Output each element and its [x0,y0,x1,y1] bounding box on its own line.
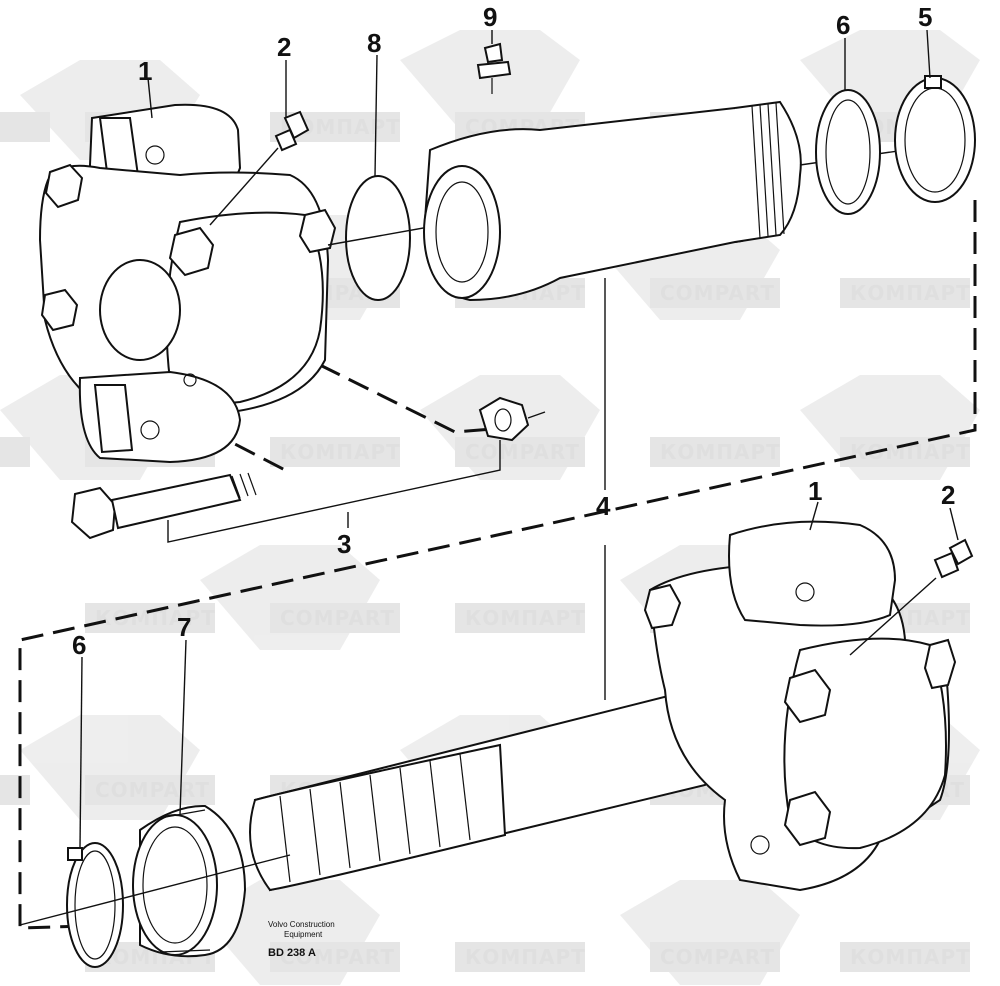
top-snap-rings [815,75,976,215]
callout-numbers-top: 1 2 3 4 5 6 8 9 [138,2,932,559]
callout-part-6-top: 6 [836,10,850,40]
wm-label: КОМПАРТ [465,945,586,969]
callout-part-9: 9 [483,2,497,32]
bolt-thread [231,472,257,499]
wm-label: КОМПАРТ [850,945,971,969]
sleeve-grease-nipple [476,42,512,94]
callout-part-8: 8 [367,28,381,58]
wm-label: КОМПАРТ [660,440,781,464]
callout-part-2-top: 2 [277,32,291,62]
maker-line-2: Equipment [284,930,323,939]
wm-label: COMPART [280,606,395,630]
top-seal-disc [327,175,441,301]
callout-part-3: 3 [337,529,351,559]
top-grease-nipple [209,110,310,226]
callout-part-1-bottom: 1 [808,476,822,506]
bottom-center-axis [19,854,291,926]
wm-label: КОМПАРТ [850,281,971,305]
bottom-shaft-assembly [249,520,957,892]
callout-part-4: 4 [596,491,611,521]
callout-part-7: 7 [177,612,191,642]
wm-label: КОМПАРТ [280,440,401,464]
shaft-splines [279,753,471,883]
callout-leaders [79,29,959,849]
drawing-reference: BD 238 A [268,947,316,959]
wm-label: COMPART [660,945,775,969]
drawing-footer: Volvo Construction Equipment BD 238 A [268,920,335,959]
top-slip-sleeve [423,100,976,302]
wm-label: COMPART [95,778,210,802]
maker-line-1: Volvo Construction [268,920,335,929]
callout-part-6-bottom: 6 [72,630,86,660]
wm-label: КОМПАРТ [465,606,586,630]
callout-part-2-bottom: 2 [941,480,955,510]
wm-label: COMPART [280,945,395,969]
callout-numbers-bottom: 1 2 6 7 [72,476,955,660]
bottom-grease-nipple [849,538,974,656]
wm-label: COMPART [660,281,775,305]
top-yoke-assembly [38,103,337,464]
callout-part-1-top: 1 [138,56,152,86]
wm-label: COMPART [465,440,580,464]
bolt-and-nut [70,396,546,543]
sleeve-thread [734,100,802,243]
callout-part-5: 5 [918,2,932,32]
